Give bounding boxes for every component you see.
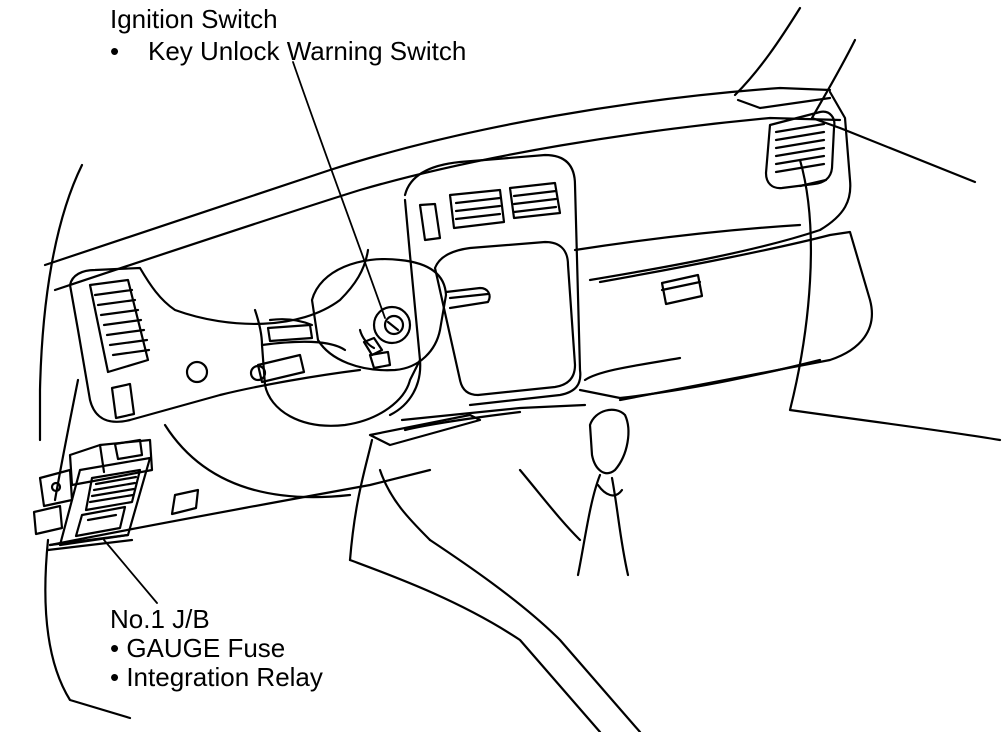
integration-relay-label: • Integration Relay — [110, 662, 323, 692]
lower-dashboard — [50, 405, 585, 560]
steering-column — [251, 259, 490, 426]
floor-console — [350, 410, 640, 732]
glove-box — [575, 225, 820, 398]
center-console — [390, 155, 680, 415]
right-vent — [766, 112, 834, 188]
junction-block — [34, 380, 152, 550]
jb-leader-line — [104, 540, 157, 603]
ignition-switch-label: Ignition Switch — [110, 4, 278, 34]
ignition-leader-line — [293, 62, 385, 318]
junction-block-label: No.1 J/B — [110, 604, 210, 634]
key-unlock-warning-switch-label: • Key Unlock Warning Switch — [110, 36, 467, 66]
cabin-outline — [40, 8, 1000, 718]
gauge-fuse-label: • GAUGE Fuse — [110, 633, 286, 663]
ignition-cylinder — [360, 307, 410, 368]
instrument-cluster — [70, 250, 368, 422]
leader-lines — [104, 62, 385, 603]
dashboard-upper — [45, 88, 872, 400]
